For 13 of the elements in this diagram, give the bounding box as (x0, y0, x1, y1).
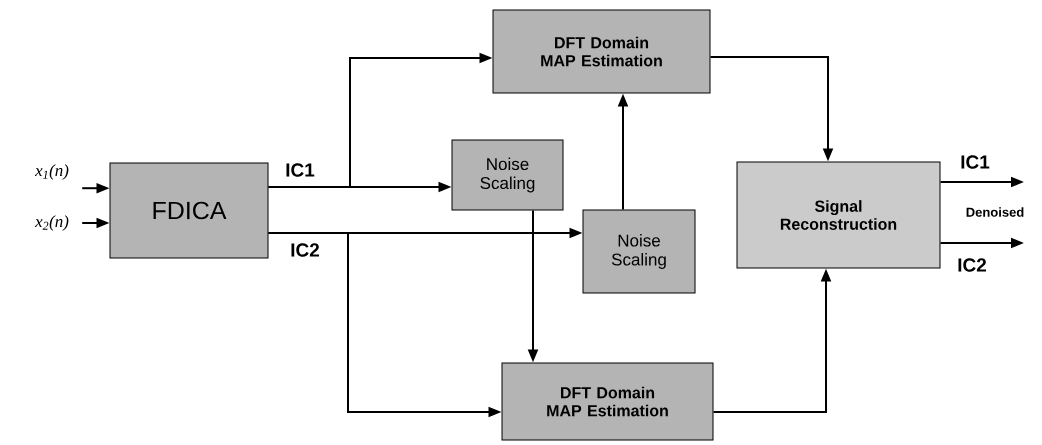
edge-label: IC1 (961, 155, 990, 169)
signal-label: x$_{1}$(n) (34, 164, 69, 180)
process-box: Noise Scaling (451, 139, 564, 211)
process-box: FDICA (109, 162, 269, 259)
signal-label: x$_{2}$(n) (34, 215, 69, 231)
note-label: Denoised (966, 207, 1024, 217)
edge-label: IC2 (958, 258, 987, 272)
process-box: Signal Reconstruction (736, 161, 941, 269)
edge-label: IC1 (286, 163, 315, 177)
edge-label: IC2 (291, 243, 319, 257)
process-box: Noise Scaling (582, 209, 696, 294)
process-box: DFT Domain MAP Estimation (492, 9, 711, 94)
process-box: DFT Domain MAP Estimation (501, 362, 714, 441)
